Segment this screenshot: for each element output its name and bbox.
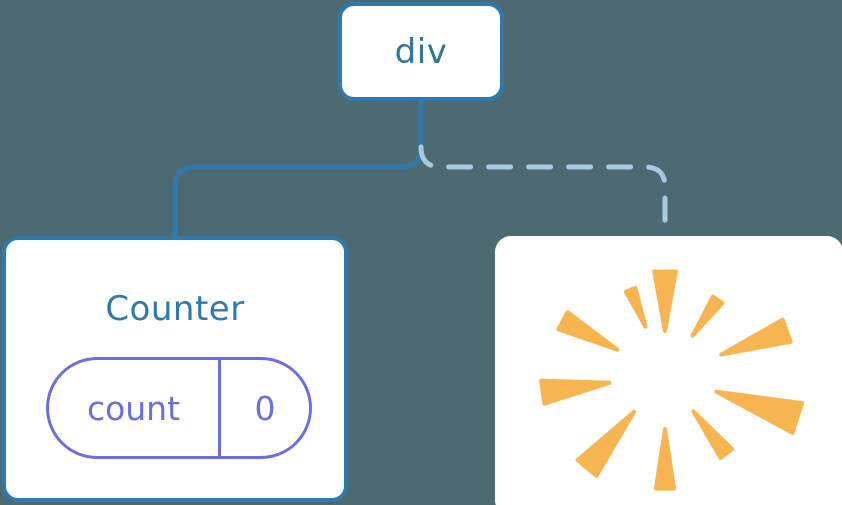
state-pill[interactable]: count 0 [46,357,312,459]
burst-ray-2 [719,317,793,357]
state-value-label: 0 [254,388,276,428]
burst-ray-5 [653,427,677,491]
edge-root-to-rerender [418,144,668,241]
burst-ray-9 [623,285,648,329]
burst-ray-6 [575,409,637,478]
burst-ray-0 [652,269,678,333]
node-counter-label: Counter [105,289,245,329]
burst-ray-4 [691,409,735,461]
state-key-label: count [49,360,221,456]
burst-ray-7 [539,378,612,406]
node-div[interactable]: div [338,2,504,101]
node-rerender[interactable] [495,236,842,505]
edge-root-to-counter [172,98,424,241]
burst-ray-3 [714,389,805,435]
burst-ray-1 [690,294,725,338]
node-counter[interactable]: Counter count 0 [2,236,348,502]
node-div-label: div [394,31,448,72]
burst-ray-8 [556,310,620,352]
rerender-burst-icon [539,269,805,491]
